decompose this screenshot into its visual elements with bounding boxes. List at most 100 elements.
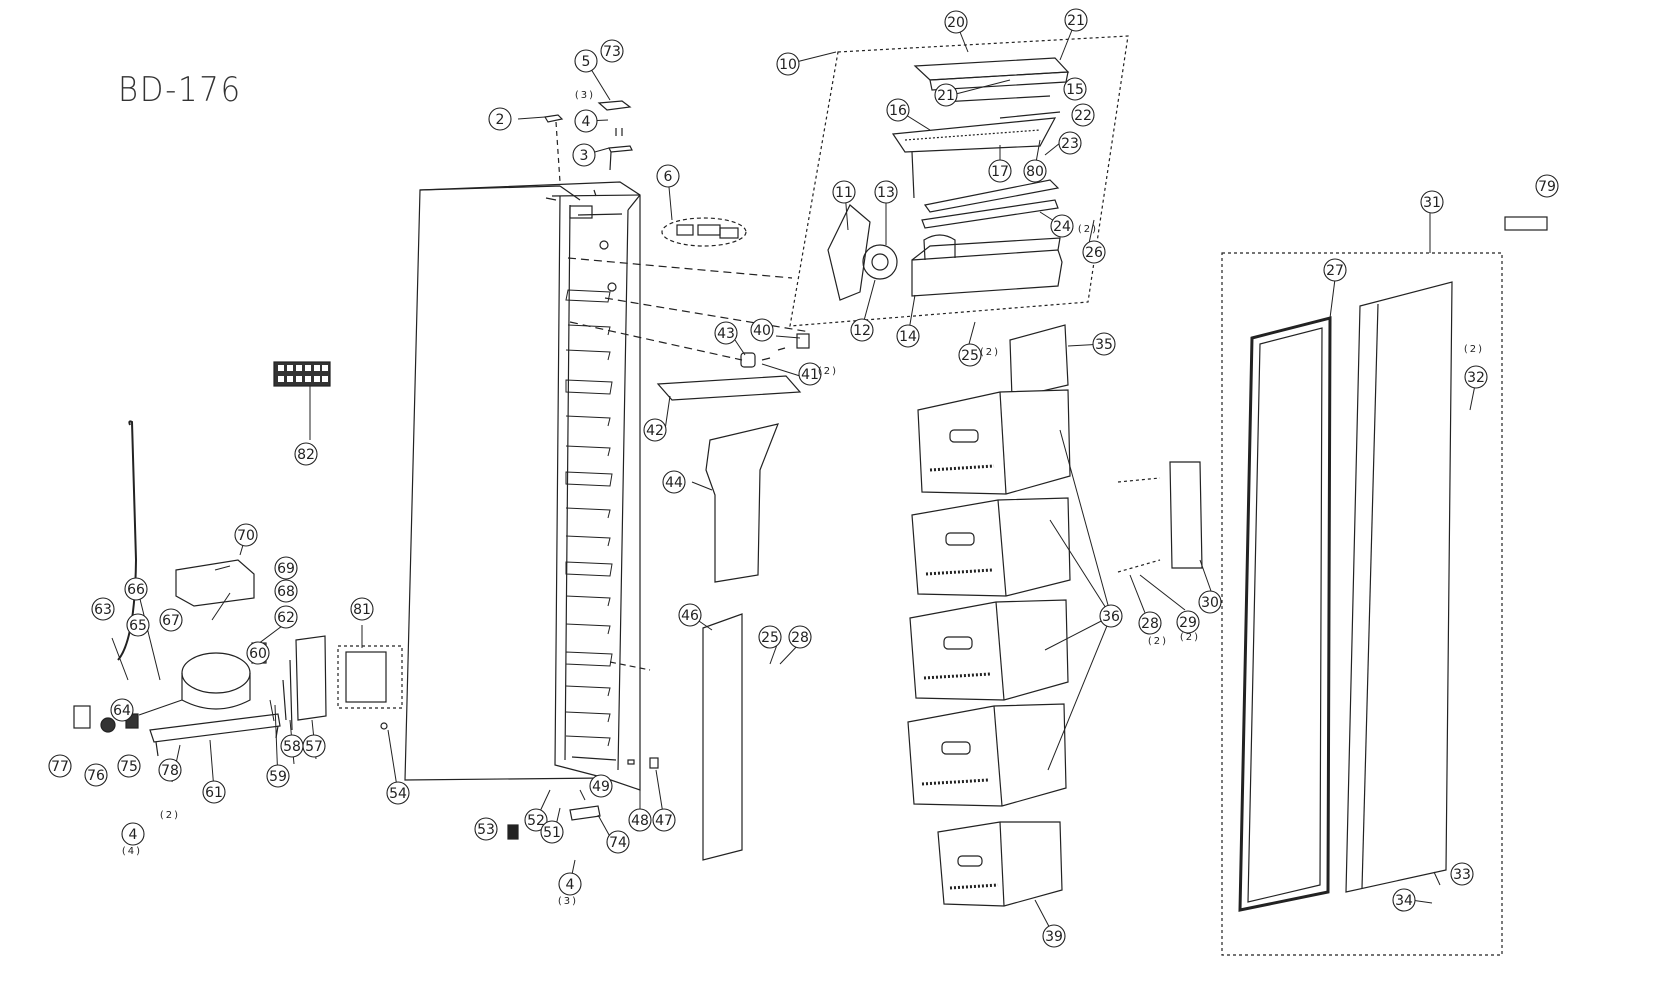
callout-number: 3	[580, 148, 589, 164]
divider-cover	[1009, 324, 1069, 399]
callout-number: 48	[631, 813, 649, 829]
callout-number: 20	[947, 15, 965, 31]
callout-circle	[798, 362, 822, 386]
callout-number: 43	[717, 326, 735, 342]
quantity-label: (3)	[558, 896, 578, 907]
sensor-parts	[740, 333, 810, 368]
callout-17: 17	[988, 159, 1012, 183]
callout-12: 12	[850, 318, 874, 342]
callout-circle	[274, 605, 298, 629]
callout-circle	[117, 754, 141, 778]
callout-circle	[91, 597, 115, 621]
callout-circle	[524, 808, 548, 832]
callout-circle	[1392, 888, 1416, 912]
compressor-assembly	[73, 420, 403, 757]
callout-80: 80	[1023, 159, 1047, 183]
callout-35: 35	[1092, 332, 1116, 356]
callout-number: 51	[543, 825, 561, 841]
callout-circle	[988, 159, 1012, 183]
callout-number: 62	[277, 610, 295, 626]
callout-75: 75	[117, 754, 141, 778]
callout-circle	[1058, 131, 1082, 155]
callout-number: 60	[249, 646, 267, 662]
callout-70: 70	[234, 523, 258, 547]
callout-circle	[126, 613, 150, 637]
callout-circle	[386, 781, 410, 805]
callout-circle	[1082, 240, 1106, 264]
callout-number: 6	[664, 169, 673, 185]
callout-54: 54	[386, 781, 410, 805]
callout-number: 16	[889, 103, 907, 119]
callout-47: 47	[652, 808, 676, 832]
callout-number: 17	[991, 164, 1009, 180]
callout-30: 30	[1198, 590, 1222, 614]
callout-number: 4	[582, 114, 591, 130]
door-gasket	[1238, 316, 1332, 912]
callout-number: 63	[94, 602, 112, 618]
cover-panel	[656, 375, 802, 401]
callout-48: 48	[628, 808, 652, 832]
callout-circle	[1050, 214, 1074, 238]
quantity-label: (4)	[122, 846, 142, 857]
callout-number: 30	[1201, 595, 1219, 611]
callout-number: 44	[665, 475, 683, 491]
callout-27: 27	[1323, 258, 1347, 282]
callout-33: 33	[1450, 862, 1474, 886]
callout-28: 28	[1138, 611, 1162, 635]
callout-44: 44	[662, 470, 686, 494]
callout-circle	[572, 143, 596, 167]
callout-23: 23	[1058, 131, 1082, 155]
callout-circle	[246, 641, 270, 665]
callout-circle	[1042, 924, 1066, 948]
callout-61: 61	[202, 780, 226, 804]
callout-number: 23	[1061, 136, 1079, 152]
air-duct	[705, 423, 779, 583]
callout-68: 68	[274, 579, 298, 603]
callout-number: 61	[205, 785, 223, 801]
callout-number: 34	[1395, 893, 1413, 909]
callout-circle	[158, 758, 182, 782]
callout-circle	[202, 780, 226, 804]
callout-41: 41	[798, 362, 822, 386]
callout-4: 4	[121, 822, 145, 846]
callout-circle	[1099, 604, 1123, 628]
callout-31: 31	[1420, 190, 1444, 214]
quantity-label: (2)	[160, 810, 180, 821]
quantity-label: (2)	[818, 366, 838, 377]
callout-circle	[600, 39, 624, 63]
quantity-label: (2)	[1148, 636, 1168, 647]
callout-number: 41	[801, 367, 819, 383]
quantity-label: (2)	[980, 347, 1000, 358]
callout-number: 11	[835, 185, 853, 201]
callout-circle	[1064, 8, 1088, 32]
callout-25: 25	[958, 343, 982, 367]
callout-46: 46	[678, 603, 702, 627]
callout-number: 35	[1095, 337, 1113, 353]
rating-label	[1504, 216, 1548, 231]
callout-40: 40	[750, 318, 774, 342]
callout-number: 65	[129, 618, 147, 634]
callout-67: 67	[159, 608, 183, 632]
callout-2: 2	[488, 107, 512, 131]
alignment-line	[604, 297, 811, 333]
quantity-layer: (3)(2)(2)(2)(2)(4)(3)(2)(2)(2)	[122, 90, 1484, 907]
callout-number: 42	[646, 423, 664, 439]
callout-10: 10	[776, 52, 800, 76]
callout-number: 76	[87, 768, 105, 784]
callout-number: 32	[1467, 370, 1485, 386]
drawers	[907, 389, 1071, 907]
callout-number: 25	[961, 348, 979, 364]
quantity-label: (3)	[575, 90, 595, 101]
callout-number: 2	[496, 112, 505, 128]
callout-22: 22	[1071, 103, 1095, 127]
callout-circle	[896, 324, 920, 348]
quantity-label: (2)	[1464, 344, 1484, 355]
callout-circle	[558, 872, 582, 896]
callout-42: 42	[643, 418, 667, 442]
callout-number: 46	[681, 608, 699, 624]
callout-60: 60	[246, 641, 270, 665]
callout-circle	[1138, 611, 1162, 635]
callout-32: 32	[1464, 365, 1488, 389]
callout-26: 26	[1082, 240, 1106, 264]
